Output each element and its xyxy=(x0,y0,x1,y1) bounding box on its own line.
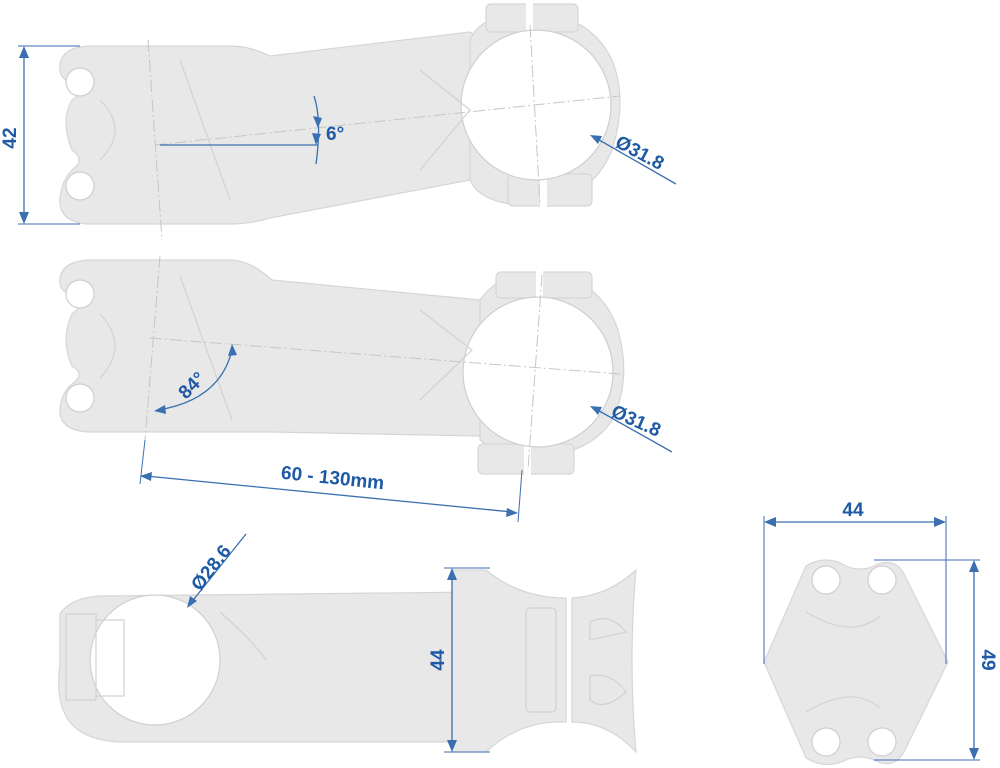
faceplate-bolt-bottom-left xyxy=(811,727,841,757)
faceplate-bolt-top-right xyxy=(867,565,897,595)
side-view-top xyxy=(59,2,621,241)
faceplate-view xyxy=(763,559,949,766)
faceplate-height-label: 49 xyxy=(977,649,998,670)
clamp-tab-middle-upper xyxy=(495,271,593,299)
dimension-44-clamp: 44 xyxy=(428,567,490,753)
clamp-bore-middle xyxy=(462,296,614,448)
faceplate-bolt-hole-lower-mid xyxy=(65,383,95,413)
height-42-label: 42 xyxy=(0,127,21,148)
rise-angle-label: 6° xyxy=(326,124,344,145)
dimension-49: 49 xyxy=(874,559,998,761)
side-view-middle xyxy=(59,255,625,478)
steerer-bore xyxy=(89,594,221,726)
clamp-diameter-top-label: Ø31.8 xyxy=(612,132,668,175)
faceplate-bolt-hole-upper-mid xyxy=(65,279,95,309)
dimension-42: 42 xyxy=(0,45,80,225)
faceplate-bolt-hole-upper xyxy=(65,67,95,97)
faceplate-bolt-hole-lower xyxy=(65,171,95,201)
bar-clamp-left-half xyxy=(451,569,567,753)
clamp-diameter-middle-label: Ø31.8 xyxy=(608,401,664,441)
faceplate-bolt-bottom-right xyxy=(867,727,897,757)
faceplate-width-label: 44 xyxy=(842,500,864,521)
faceplate-bolt-top-left xyxy=(811,565,841,595)
bar-clamp-right-half xyxy=(571,568,637,754)
steerer-diameter-label: Ø28.6 xyxy=(187,541,235,595)
length-range-label: 60 - 130mm xyxy=(280,463,385,495)
dimension-length: 60 - 130mm xyxy=(139,439,523,523)
dimension-44-faceplate: 44 xyxy=(763,500,947,664)
faceplate-body xyxy=(763,559,949,766)
top-view xyxy=(58,568,637,754)
clamp-width-label: 44 xyxy=(428,649,449,671)
dimension-6-degree: 6° xyxy=(160,95,344,165)
